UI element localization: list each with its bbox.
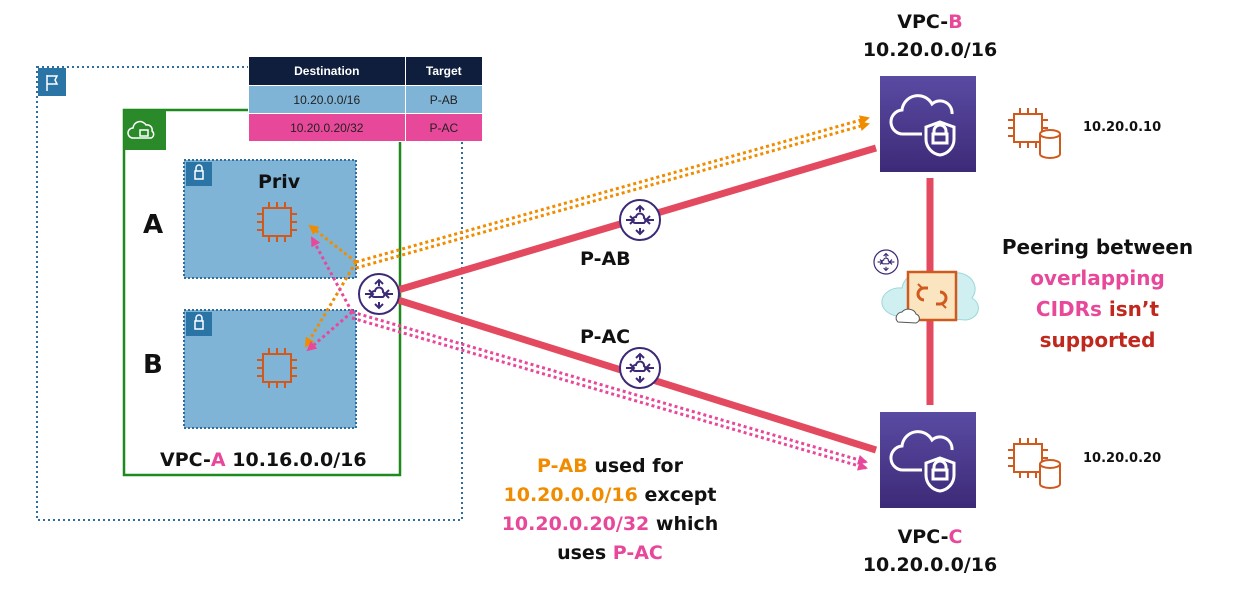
vpc-router-icon — [358, 273, 400, 315]
route-target: P-AC — [404, 113, 484, 142]
peering-router-icon — [619, 347, 661, 389]
broken-link-icon — [881, 270, 979, 324]
route-arrow-orange — [355, 121, 870, 270]
lock-icon — [186, 312, 212, 336]
vpc-c-cidr: 10.20.0.0/16 — [862, 554, 998, 576]
note-line3-b: which — [649, 513, 719, 535]
route-table-header-destination: Destination — [248, 56, 406, 86]
subnet-a — [183, 159, 357, 279]
warning-line3-a: CIDRs — [1035, 297, 1102, 321]
flag-icon — [38, 68, 66, 96]
route-destination: 10.20.0.20/32 — [248, 113, 406, 142]
route-table: Destination Target 10.20.0.0/16 P-AB 10.… — [248, 56, 484, 142]
note-line2-b: except — [637, 484, 717, 506]
warning-line4: supported — [1039, 328, 1156, 352]
note-line1-a: P-AB — [537, 455, 588, 477]
vpc-a-label: VPC-A 10.16.0.0/16 — [160, 449, 367, 471]
route-arrow-pink — [351, 316, 868, 471]
warning-line2: overlapping — [1030, 266, 1165, 290]
subnet-row-label-a: A — [143, 210, 164, 240]
route-destination: 10.20.0.0/16 — [248, 85, 406, 114]
overlap-warning: Peering between overlapping CIDRs isn’t … — [990, 232, 1205, 356]
note-line2-a: 10.20.0.0/16 — [503, 484, 638, 506]
table-row: 10.20.0.0/16 P-AB — [248, 85, 484, 114]
note-line1-b: used for — [587, 455, 683, 477]
vpc-b-icon — [878, 74, 978, 174]
warning-line1: Peering between — [1001, 235, 1194, 259]
vpc-b-cidr: 10.20.0.0/16 — [862, 39, 998, 61]
table-row: 10.20.0.20/32 P-AC — [248, 113, 484, 142]
route-arrow-pink — [310, 236, 354, 313]
peering-label-ab: P-AB — [580, 248, 631, 270]
vpc-a-prefix: VPC- — [160, 449, 211, 471]
route-arrow-orange — [308, 224, 357, 264]
peering-label-ac: P-AC — [580, 326, 631, 348]
route-arrow-pink — [351, 310, 868, 465]
account-boundary — [36, 66, 463, 521]
vpc-b-letter: B — [948, 11, 963, 33]
vpc-a-cidr: 10.16.0.0/16 — [232, 449, 367, 471]
vpc-b-label: VPC-B 10.20.0.0/16 — [850, 8, 1010, 64]
route-arrow-orange — [304, 261, 358, 348]
small-router-icon — [873, 249, 899, 275]
vpc-b-instance-ip: 10.20.0.10 — [1083, 120, 1162, 135]
vpc-c-instance-ip: 10.20.0.20 — [1083, 451, 1162, 466]
subnet-b — [183, 309, 357, 429]
vpc-b-prefix: VPC- — [897, 11, 949, 33]
vpc-a-letter: A — [210, 449, 226, 471]
note-line4-a: uses — [557, 542, 613, 564]
note-line3-a: 10.20.0.20/32 — [501, 513, 650, 535]
lock-icon — [186, 162, 212, 186]
route-table-header-target: Target — [404, 56, 484, 86]
instance-db-icon — [1008, 108, 1060, 158]
subnet-row-label-b: B — [143, 350, 163, 380]
vpc-c-icon — [878, 410, 978, 510]
peering-router-icon — [619, 199, 661, 241]
instance-db-icon — [1008, 438, 1060, 488]
vpc-c-prefix: VPC- — [897, 526, 949, 548]
note-line4-b: P-AC — [612, 542, 663, 564]
warning-line3-b: isn’t — [1101, 297, 1160, 321]
route-arrow-orange — [355, 115, 870, 264]
route-arrow-pink — [306, 310, 353, 352]
subnet-label-priv: Priv — [258, 171, 301, 193]
vpc-c-letter: C — [948, 526, 963, 548]
routing-note: P-AB used for 10.20.0.0/16 except 10.20.… — [470, 452, 750, 568]
vpc-c-label: VPC-C 10.20.0.0/16 — [850, 523, 1010, 579]
route-target: P-AB — [404, 85, 484, 114]
